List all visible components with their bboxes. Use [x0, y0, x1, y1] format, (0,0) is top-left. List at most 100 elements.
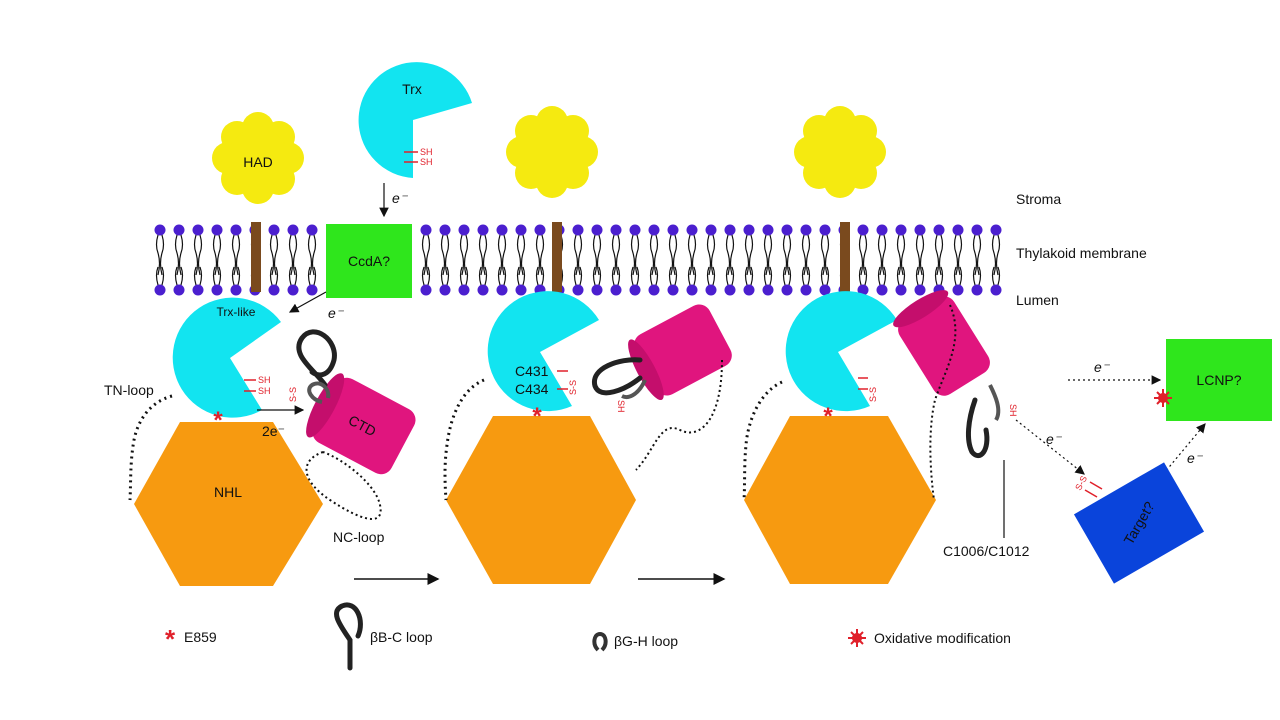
- lipid-top: [172, 223, 186, 276]
- lipid-bottom: [989, 266, 1003, 297]
- lipid-bottom: [685, 266, 699, 297]
- lipid-bottom: [305, 266, 319, 297]
- lipid-bottom: [970, 266, 984, 297]
- lipid-top: [286, 223, 300, 276]
- nhl-domain-3: [744, 416, 936, 584]
- trx-like-domain-1: [172, 297, 281, 418]
- tn-loop-label: TN-loop: [104, 382, 154, 398]
- lipid-top: [799, 223, 813, 276]
- lipid-top: [932, 223, 946, 276]
- bgh-loop-3: [988, 384, 1001, 422]
- lipid-bottom: [286, 266, 300, 297]
- legend-bgh-label: βG-H loop: [614, 633, 678, 649]
- trx-protein: [358, 62, 472, 178]
- stroma-label: Stroma: [1016, 191, 1061, 207]
- lipid-top: [210, 223, 224, 276]
- legend-bgh-icon: [592, 631, 608, 652]
- lipid-bottom: [495, 266, 509, 297]
- lipid-bottom: [856, 266, 870, 297]
- membrane-label: Thylakoid membrane: [1016, 245, 1147, 261]
- lipid-top: [191, 223, 205, 276]
- ctd-domain-3: [893, 290, 990, 396]
- nc-loop-1: [305, 451, 382, 520]
- electron-label-target: e⁻: [1046, 431, 1063, 447]
- nc-loop-3: [929, 304, 957, 501]
- lipid-bottom: [894, 266, 908, 297]
- lipid-top: [590, 223, 604, 276]
- lipid-top: [989, 223, 1003, 276]
- lipid-bottom: [153, 266, 167, 297]
- lipid-top: [438, 223, 452, 276]
- lipid-bottom: [742, 266, 756, 297]
- e859-mark-3: *: [823, 403, 833, 430]
- target-ss: S-S: [1073, 474, 1089, 492]
- lipid-bottom: [457, 266, 471, 297]
- lipid-bottom: [438, 266, 452, 297]
- lipid-bottom: [609, 266, 623, 297]
- p3-ss: S-S: [868, 387, 878, 402]
- ctd-domain-2: [628, 304, 732, 401]
- lipid-bottom: [647, 266, 661, 297]
- lipid-top: [153, 223, 167, 276]
- lipid-top: [856, 223, 870, 276]
- ccda-box: [326, 224, 412, 298]
- lipid-bottom: [476, 266, 490, 297]
- lipid-bottom: [951, 266, 965, 297]
- thylakoid-membrane: [153, 223, 1003, 297]
- lipid-top: [666, 223, 680, 276]
- legend-bbc-icon: [334, 602, 363, 671]
- had-stalk-2: [552, 222, 562, 292]
- legend-oxidative-icon: [848, 629, 866, 647]
- lipid-top: [267, 223, 281, 276]
- lipid-bottom: [571, 266, 585, 297]
- nhl-domain-2: [446, 416, 636, 584]
- lipid-bottom: [666, 266, 680, 297]
- lcnp-label: LCNP?: [1196, 372, 1241, 388]
- electron-label-target-lcnp: e⁻: [1187, 450, 1204, 466]
- ccda-label: CcdA?: [348, 253, 390, 269]
- electron-label-trx: e⁻: [392, 190, 409, 206]
- tn-loop-2: [443, 378, 485, 501]
- lipid-bottom: [229, 266, 243, 297]
- nhl-label: NHL: [214, 484, 242, 500]
- lipid-top: [571, 223, 585, 276]
- trx-sh-2: SH: [420, 157, 433, 167]
- lipid-top: [875, 223, 889, 276]
- lipid-bottom: [590, 266, 604, 297]
- two-electron-label: 2e⁻: [262, 423, 285, 439]
- lipid-top: [761, 223, 775, 276]
- lipid-top: [476, 223, 490, 276]
- lipid-bottom: [875, 266, 889, 297]
- lipid-bottom: [704, 266, 718, 297]
- legend-e859-icon: *: [165, 624, 176, 654]
- lipid-bottom: [210, 266, 224, 297]
- bgh-loop-1: [307, 381, 331, 404]
- lipid-bottom: [799, 266, 813, 297]
- trx-sh-1: SH: [420, 147, 433, 157]
- c434-label: C434: [515, 381, 549, 397]
- lipid-bottom: [913, 266, 927, 297]
- had-domain-3: [794, 106, 886, 198]
- lipid-bottom: [628, 266, 642, 297]
- p1-ss: S-S: [288, 387, 298, 402]
- bgh-loop-2: [621, 379, 647, 399]
- lipid-top: [647, 223, 661, 276]
- lipid-bottom: [818, 266, 832, 297]
- tn-loop-3: [742, 380, 783, 501]
- lipid-top: [723, 223, 737, 276]
- lipid-top: [742, 223, 756, 276]
- lipid-top: [419, 223, 433, 276]
- lipid-top: [970, 223, 984, 276]
- c1006-label: C1006/C1012: [943, 543, 1030, 559]
- target-box: [1073, 462, 1205, 584]
- lipid-bottom: [514, 266, 528, 297]
- had-stalk-1: [251, 222, 261, 292]
- lipid-top: [609, 223, 623, 276]
- trx-like-label: Trx-like: [217, 305, 256, 319]
- trx-like-domain-3: [785, 291, 897, 412]
- bbc-loop-3: [965, 397, 990, 459]
- legend-oxidative-label: Oxidative modification: [874, 630, 1011, 646]
- bbc-loop-1: [296, 329, 337, 388]
- p3-sh: SH: [1008, 404, 1018, 417]
- legend-e859-label: E859: [184, 629, 217, 645]
